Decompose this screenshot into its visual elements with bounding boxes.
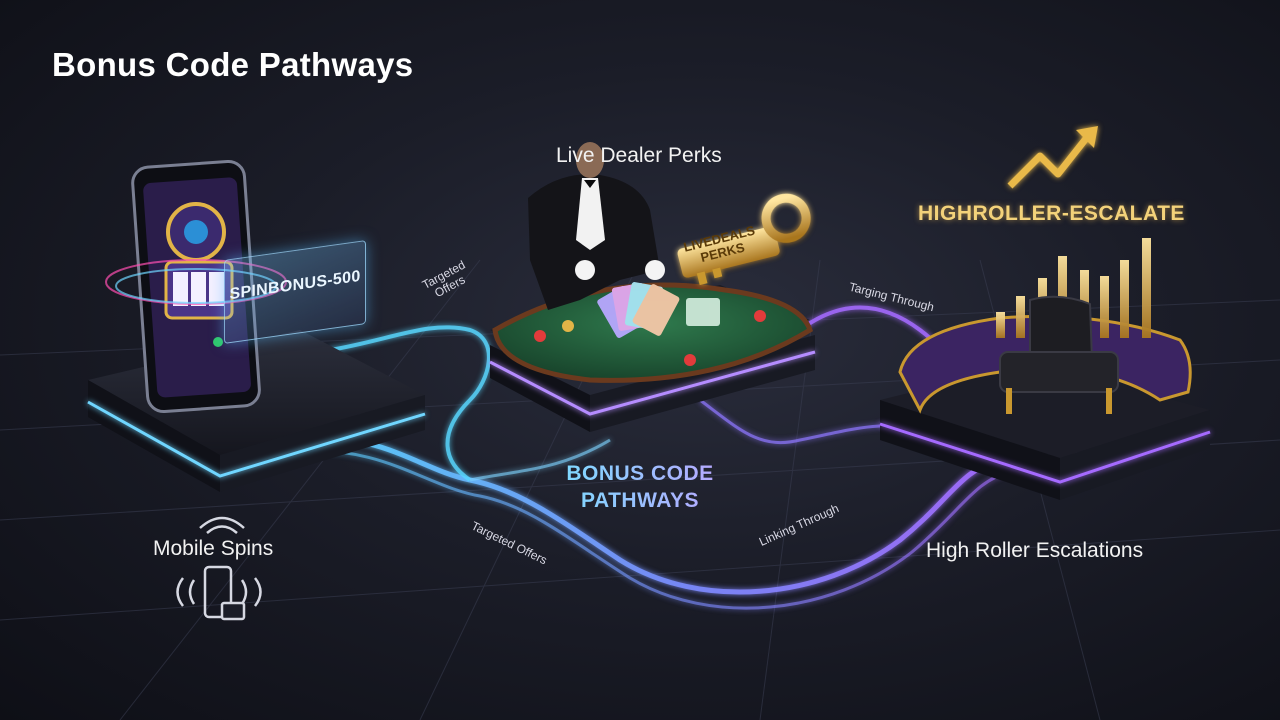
page-title: Bonus Code Pathways [52,46,414,83]
phone-illustration [105,159,287,414]
phone-wifi-icon [176,516,262,621]
highroller-platform [879,314,1211,500]
trend-arrow-icon [1007,126,1098,189]
dealer-figure [528,142,665,310]
armchair [999,295,1119,414]
high-roller-label: High Roller Escalations [926,539,1144,562]
center-title: BONUS CODE PATHWAYS [520,460,760,514]
dealer-platform [489,282,816,432]
live-dealer-label: Live Dealer Perks [556,144,722,167]
chips [534,310,766,366]
center-title-line1: BONUS CODE [566,462,714,485]
center-title-line2: PATHWAYS [581,489,699,512]
spin-bonus-code: SPINBONUS-500 [229,267,361,304]
highroller-code: HIGHROLLER-ESCALATE [918,202,1185,225]
golden-key-icon [677,193,811,286]
card-fan [597,282,720,338]
mobile-spins-label: Mobile Spins [153,537,274,560]
